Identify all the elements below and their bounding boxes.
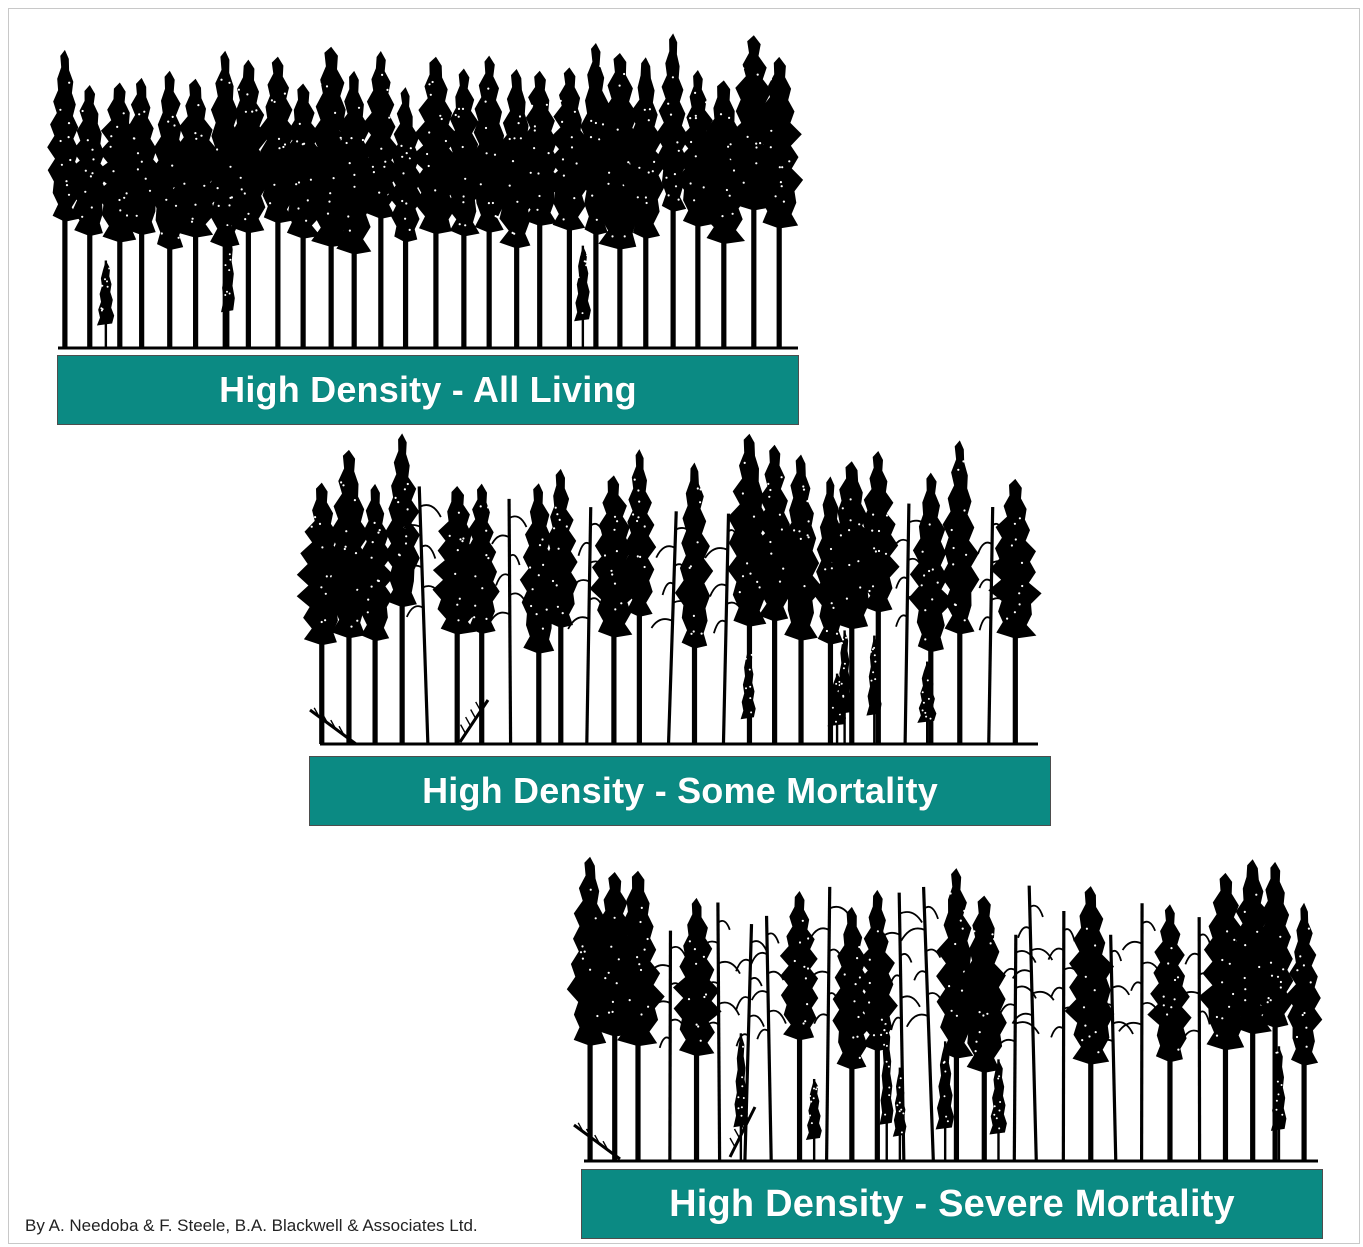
label-banner-some-mortality: High Density - Some Mortality	[309, 756, 1051, 826]
forest-stand-some-mortality	[296, 430, 1060, 748]
stand-1-trees	[47, 33, 804, 350]
tree-silhouettes-severe-mortality	[566, 856, 1323, 1163]
stand-3-trees	[566, 856, 1323, 1163]
panel-label-all-living: High Density - All Living	[219, 369, 637, 410]
forest-stand-severe-mortality	[560, 845, 1325, 1165]
figure-frame	[8, 8, 1360, 1244]
stand-2-trees	[296, 433, 1042, 746]
label-banner-all-living: High Density - All Living	[57, 355, 799, 425]
tree-silhouettes-some-mortality	[296, 433, 1042, 746]
label-banner-severe-mortality: High Density - Severe Mortality	[581, 1169, 1323, 1239]
credit-line: By A. Needoba & F. Steele, B.A. Blackwel…	[25, 1216, 478, 1235]
forest-stand-all-living	[30, 30, 820, 350]
panel-label-some-mortality: High Density - Some Mortality	[422, 770, 938, 811]
tree-silhouettes-all-living	[47, 33, 804, 350]
panel-label-severe-mortality: High Density - Severe Mortality	[669, 1182, 1235, 1225]
